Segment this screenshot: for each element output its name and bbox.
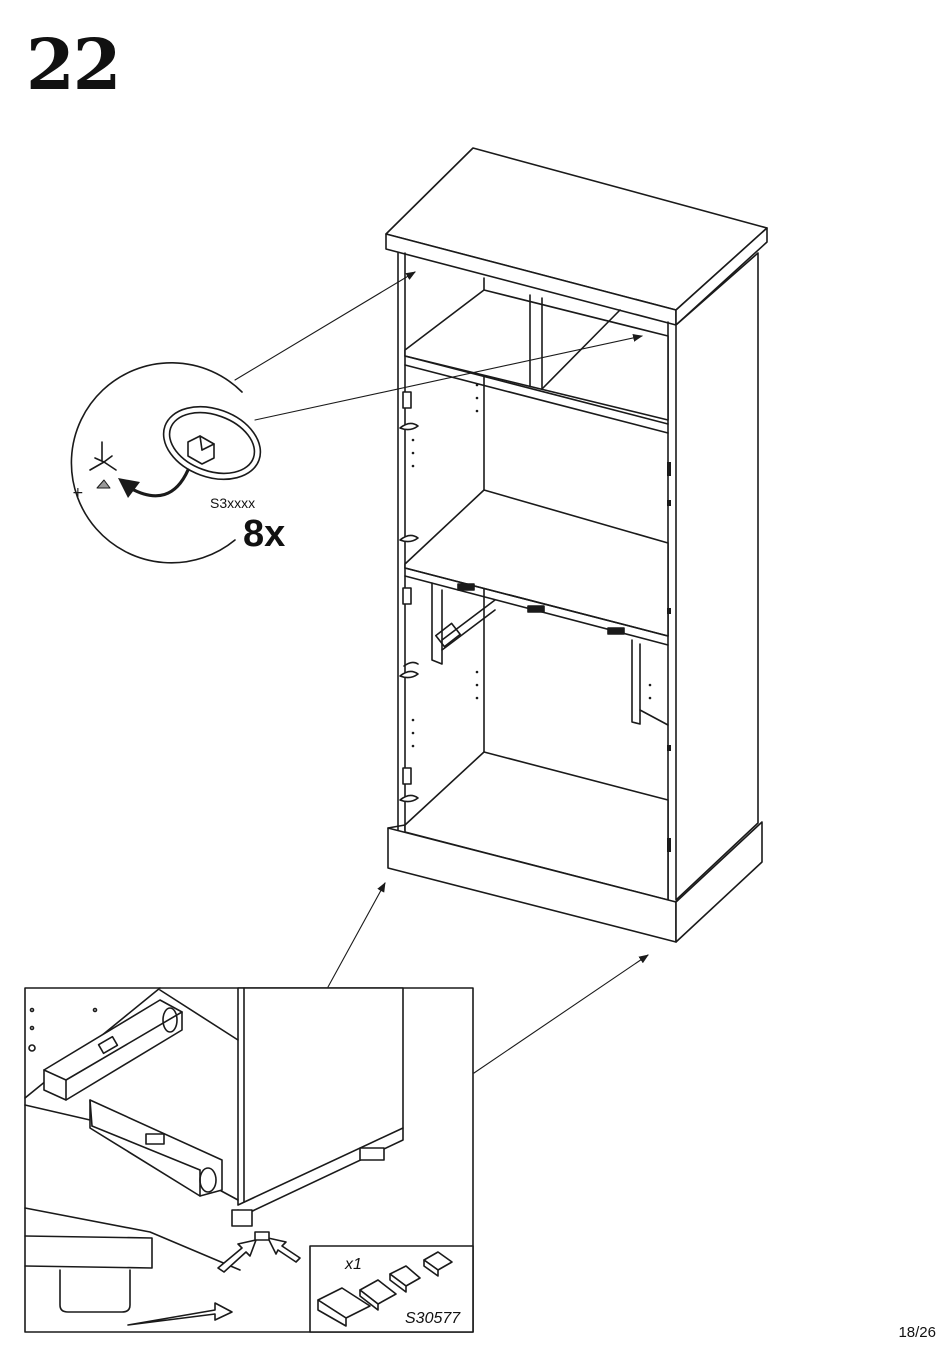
middle-shelf xyxy=(405,490,668,636)
leader-arrow xyxy=(474,955,648,1073)
hinges xyxy=(400,392,418,802)
kit-quantity-label: x1 xyxy=(345,1256,362,1274)
part-code-label: S3xxxx xyxy=(210,495,255,511)
page-number: 18/26 xyxy=(898,1324,936,1341)
mounting-plate-icon xyxy=(90,442,116,470)
kit-part-code-label: S30577 xyxy=(405,1310,460,1328)
leader-arrow xyxy=(235,272,415,380)
svg-text:+: + xyxy=(72,485,84,501)
fixing-detail-callout: + xyxy=(71,363,270,563)
cabinet xyxy=(386,148,767,942)
right-side-panel xyxy=(676,253,758,900)
leveling-detail-box xyxy=(25,988,473,1332)
leader-arrow xyxy=(328,883,385,987)
step-number: 22 xyxy=(26,30,119,100)
quantity-label: 8x xyxy=(243,513,285,556)
